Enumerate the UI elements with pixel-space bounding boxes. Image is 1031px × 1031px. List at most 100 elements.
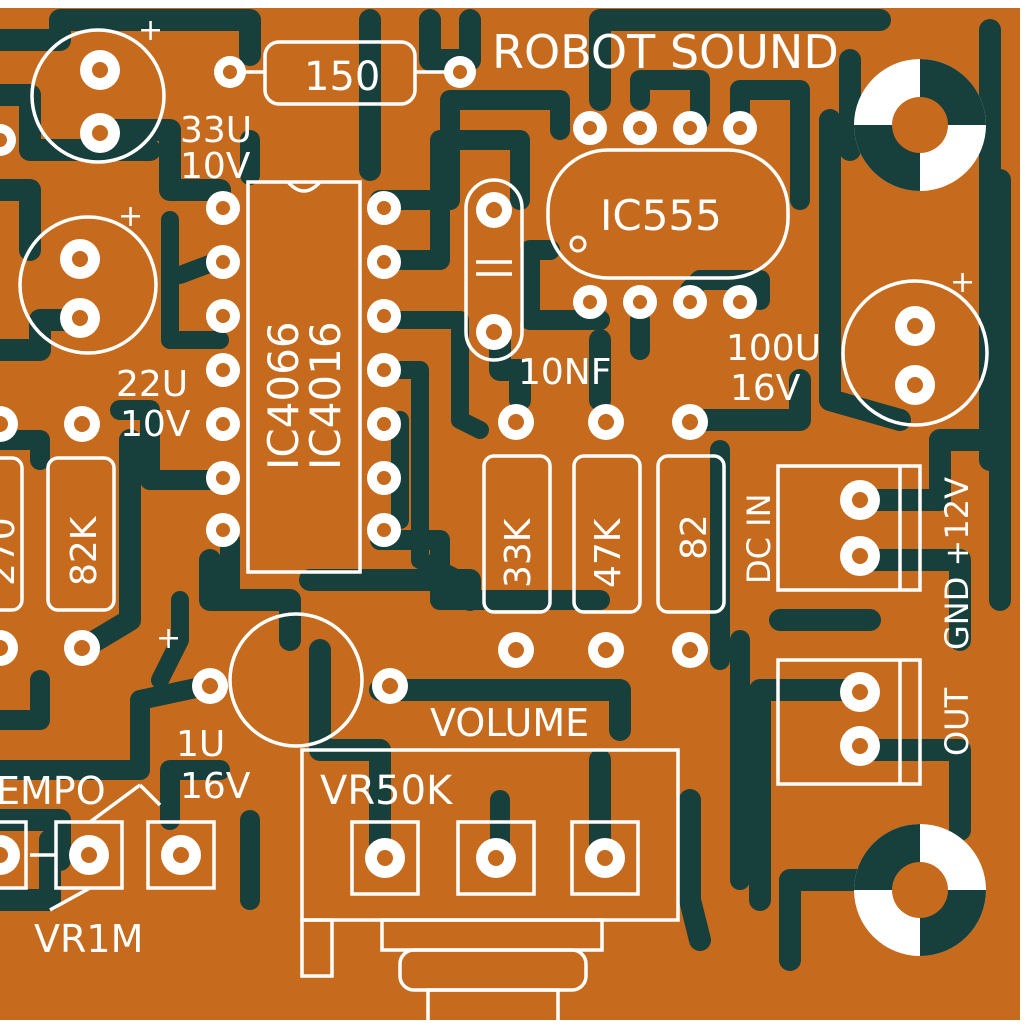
ic555-pin [623,111,657,145]
ic555-pin [673,111,707,145]
ic4066-pin [367,353,401,387]
plus-100u: + [950,265,975,300]
ic555-pin [723,111,757,145]
label-100u: 100U [726,328,821,369]
pad [585,838,625,878]
cap-100u-outline [841,279,989,427]
pad [69,835,109,875]
pad [895,306,935,346]
pad [60,239,100,279]
ic555-pin [573,285,607,319]
silk-labels: ROBOT SOUND 150 33U 10V + + 22U 10V IC55… [0,13,976,961]
plus-1u: + [156,621,181,656]
ic555-pin [573,111,607,145]
resistor-82-body [656,454,726,614]
label-10nf: 10NF [518,352,611,393]
label-150: 150 [304,54,380,100]
label-ic555: IC555 [600,191,722,240]
ic4066-pin [367,191,401,225]
out-connector [776,658,922,786]
pad [476,192,512,228]
pad [588,632,624,668]
pad [60,298,100,338]
ic4066-pin [206,299,240,333]
board-title: ROBOT SOUND [492,25,839,79]
ic4066-pin [367,513,401,547]
cap-1u-outline [228,612,364,748]
ic4066-pin [206,191,240,225]
label-ic4066: IC4066 [259,321,308,470]
ic4066-pin [206,407,240,441]
label-dc-in: DC IN [740,493,778,584]
pad [80,50,120,90]
pad [840,726,880,766]
pad [372,668,408,704]
label-ic4016: IC4016 [301,321,350,470]
pad [840,536,880,576]
silkscreen [0,28,989,1031]
label-1u-voltage: 16V [180,766,251,807]
ic555-pin [673,285,707,319]
cap-22u-outline [18,215,158,355]
pad [840,672,880,712]
pad [0,630,18,666]
pad [365,838,405,878]
label-33u-voltage: 10V [180,146,251,187]
ic555-pin [623,285,657,319]
ic4066-pin [367,407,401,441]
pad [64,406,100,442]
label-tempo: EMPO [0,769,106,813]
pad [192,668,228,704]
plus-22u: + [118,199,143,234]
pad [0,124,16,156]
pad [476,838,516,878]
ic4066-pin [206,245,240,279]
ic4066-pin [367,461,401,495]
label-gnd-12v: GND +12V [938,477,976,650]
ic4066-pin [206,353,240,387]
dc-in-connector [776,464,922,592]
mount-hole-bottom [854,824,986,956]
label-33k: 33K [498,517,539,588]
label-270: 270 [0,517,23,586]
label-82: 82 [674,514,715,560]
ic4066-pin [367,245,401,279]
label-out: OUT [938,687,976,756]
pad [214,56,246,88]
label-100u-voltage: 16V [730,368,801,409]
pad [498,632,534,668]
pad [672,632,708,668]
resistor-47k-body [572,454,642,614]
pad [0,835,20,875]
pad [672,404,708,440]
cap-33u-outline [30,28,166,164]
ic4066-pin [206,513,240,547]
pads [0,50,935,878]
pad [0,406,18,442]
label-vr50k: VR50K [320,768,454,814]
resistor-82k-body [46,456,116,612]
label-22u: 22U [116,364,188,405]
label-vr1m: VR1M [34,917,143,961]
cap-10nf-outline [464,178,524,362]
label-82k: 82K [64,515,105,586]
ic4066-pin [206,461,240,495]
pad [476,314,512,350]
pad [161,835,201,875]
pad [840,480,880,520]
label-1u: 1U [176,724,225,765]
plus-33u: + [138,13,163,48]
label-47k: 47K [588,517,629,588]
label-22u-voltage: 10V [120,404,191,445]
ic4066-outline [246,180,362,574]
pad [498,404,534,440]
ic555-pin [723,285,757,319]
pad [64,630,100,666]
pad [444,56,476,88]
resistor-270-body [0,456,24,612]
pad [588,404,624,440]
resistor-33k-body [482,454,552,614]
ic4066-pin [367,299,401,333]
mount-hole-top [854,59,986,191]
